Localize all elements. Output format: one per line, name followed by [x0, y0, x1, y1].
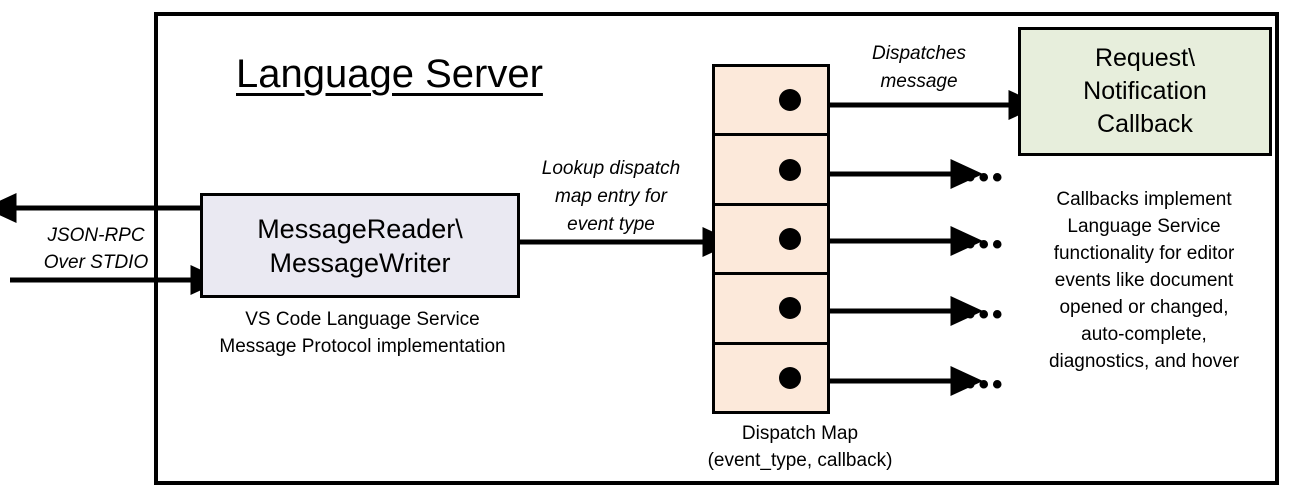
dispatch-entry-dot-icon: [779, 228, 801, 251]
callback-box-caption: Callbacks implement Language Service fun…: [1008, 186, 1280, 375]
message-box-label-line1: MessageReader\: [257, 213, 463, 244]
message-box-caption: VS Code Language Service Message Protoco…: [190, 306, 535, 360]
callback-caption-line6: auto-complete,: [1081, 324, 1207, 345]
dispatch-entry-dot-icon: [779, 297, 801, 320]
dispatch-map-cell[interactable]: [715, 275, 827, 345]
callback-box-label-line3: Callback: [1097, 110, 1193, 138]
dispatch-map-caption-line2: (event_type, callback): [707, 450, 893, 471]
callback-caption-line1: Callbacks implement: [1056, 189, 1232, 210]
dispatch-map-cell[interactable]: [715, 136, 827, 206]
transport-label: JSON-RPC Over STDIO: [26, 222, 166, 276]
dispatch-entry-dot-icon: [779, 158, 801, 181]
message-box-caption-line2: Message Protocol implementation: [219, 336, 506, 357]
lookup-label-line1: Lookup dispatch: [541, 158, 681, 179]
lookup-label-line3: event type: [567, 214, 655, 235]
dispatches-message-label: Dispatches message: [834, 40, 1004, 96]
lookup-dispatch-label: Lookup dispatch map entry for event type: [516, 155, 706, 239]
ellipsis-row-3: •••: [965, 228, 1006, 261]
message-box-label-line2: MessageWriter: [269, 247, 451, 278]
message-box-caption-line1: VS Code Language Service: [245, 309, 480, 330]
dispatch-map-caption-line1: Dispatch Map: [741, 423, 859, 444]
dispatch-map-cell[interactable]: [715, 345, 827, 411]
dispatch-map-table[interactable]: [712, 64, 830, 414]
dispatch-map-caption: Dispatch Map (event_type, callback): [640, 420, 960, 474]
dispatches-label-line1: Dispatches: [872, 43, 966, 64]
language-server-container: [154, 12, 1279, 485]
callback-box-label-line2: Notification: [1083, 77, 1207, 105]
lookup-label-line2: map entry for: [555, 186, 667, 207]
callback-box-label-line1: Request\: [1094, 44, 1196, 72]
ellipsis-row-4: •••: [965, 298, 1006, 331]
callback-caption-line4: events like document: [1054, 270, 1234, 291]
callback-caption-line7: diagnostics, and hover: [1048, 351, 1240, 372]
transport-label-line1: JSON-RPC: [47, 225, 145, 246]
callback-caption-line3: functionality for editor: [1053, 243, 1235, 264]
transport-label-line2: Over STDIO: [43, 252, 149, 273]
dispatch-entry-dot-icon: [779, 366, 801, 389]
message-reader-writer-box[interactable]: MessageReader\ MessageWriter: [200, 193, 520, 298]
callback-caption-line2: Language Service: [1067, 216, 1221, 237]
dispatch-map-cell[interactable]: [715, 67, 827, 137]
callback-caption-line5: opened or changed,: [1059, 297, 1229, 318]
dispatch-entry-dot-icon: [779, 89, 801, 112]
ellipsis-row-2: •••: [965, 161, 1006, 194]
request-notification-callback-box[interactable]: Request\ Notification Callback: [1018, 27, 1272, 156]
ellipsis-row-5: •••: [965, 368, 1006, 401]
dispatch-map-cell[interactable]: [715, 206, 827, 276]
page-title: Language Server: [236, 52, 543, 96]
dispatches-label-line2: message: [880, 71, 958, 92]
